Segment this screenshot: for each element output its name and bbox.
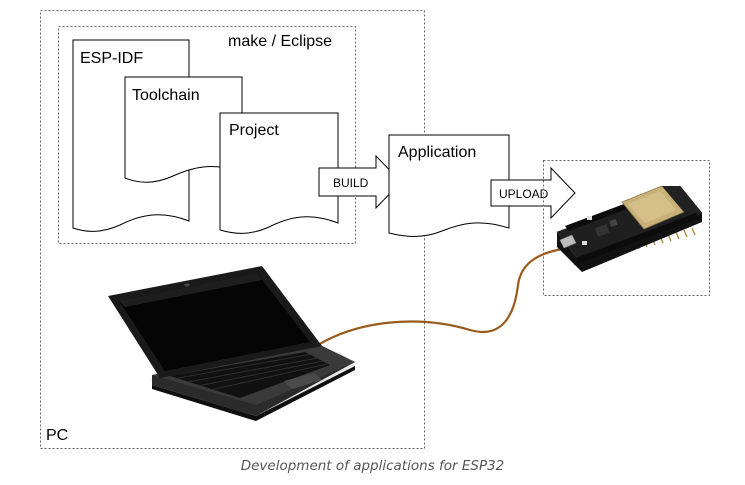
usb-cable [317,246,569,346]
esp32-board [556,185,703,272]
upload-arrow [490,166,576,220]
build-label: BUILD [333,176,369,190]
esp-idf-label: ESP-IDF [80,50,143,67]
make-eclipse-frame [58,26,356,244]
application-label: Application [398,144,476,161]
upload-label: UPLOAD [499,187,549,201]
figure-caption: Development of applications for ESP32 [240,458,505,474]
make-eclipse-label: make / Eclipse [228,33,332,50]
application-document [388,134,510,237]
toolchain-label: Toolchain [132,87,200,104]
pc-label: PC [46,427,68,444]
board-frame [543,160,710,296]
project-document [219,112,339,234]
laptop-illustration [108,266,356,421]
project-label: Project [229,122,279,139]
pc-frame [40,10,425,449]
